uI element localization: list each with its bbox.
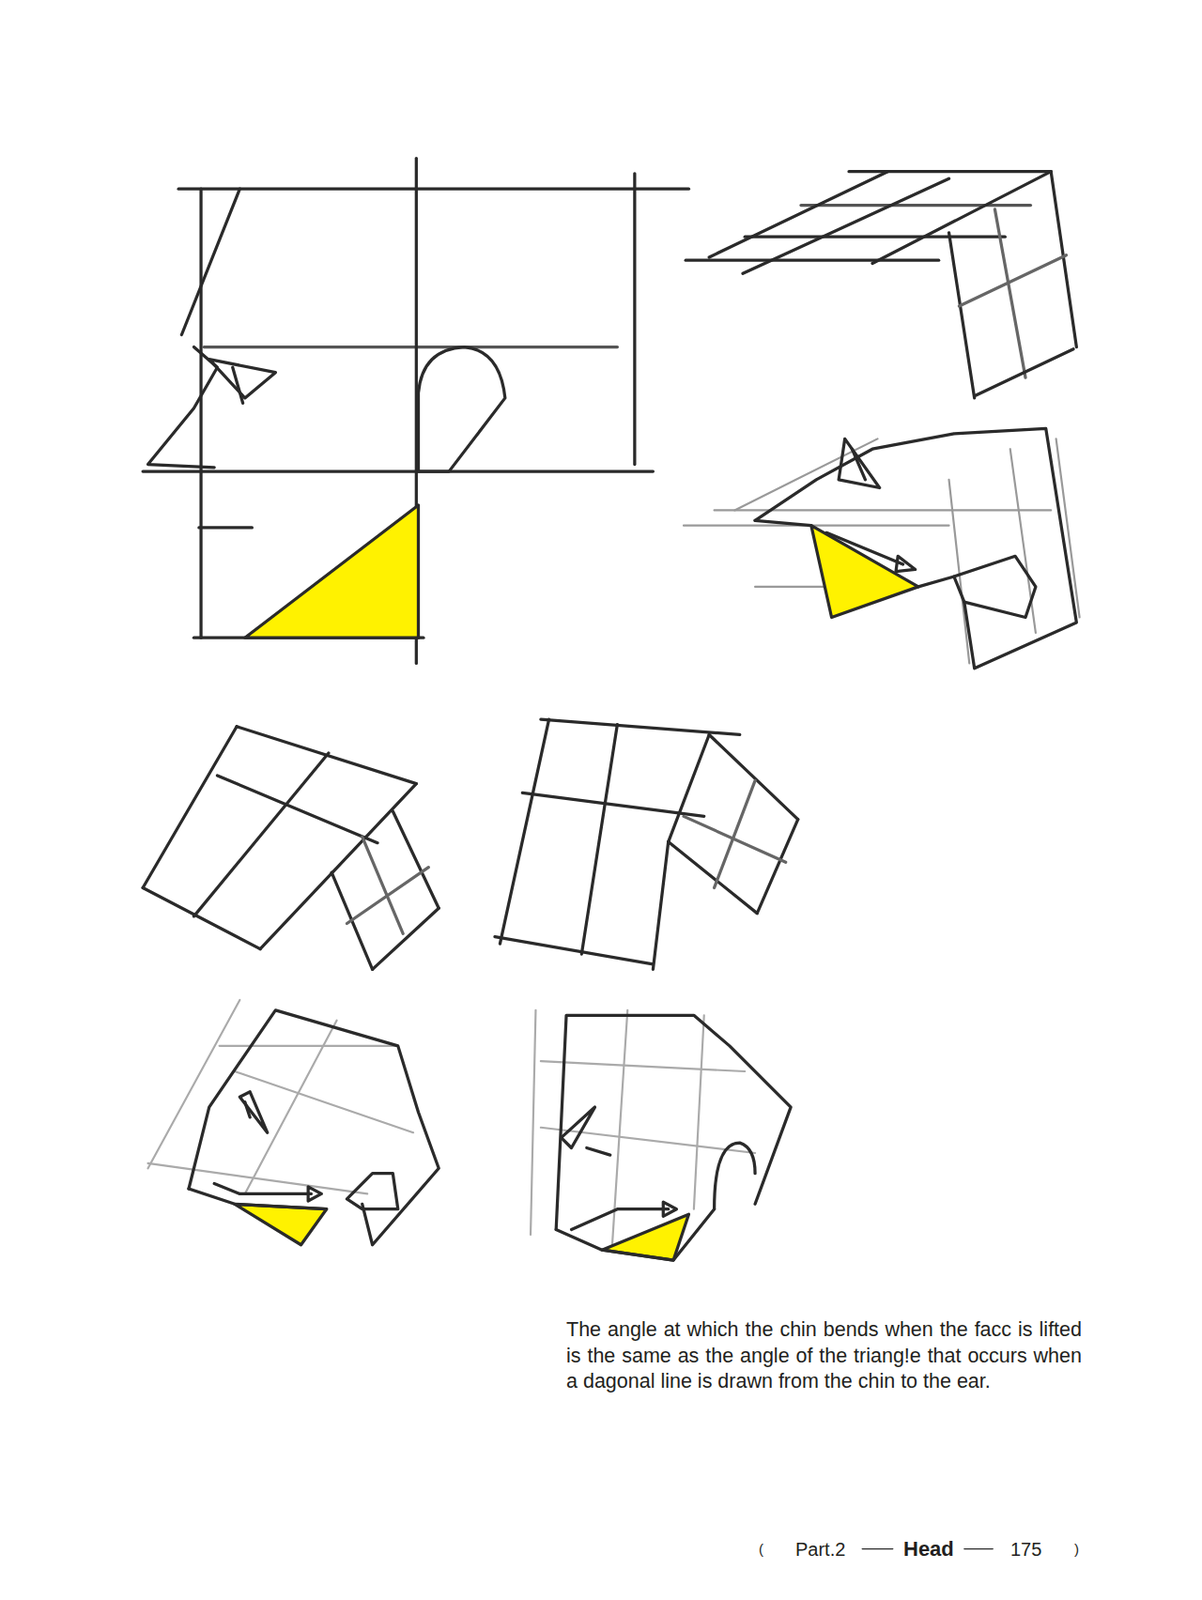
tilted-grid [142, 726, 439, 971]
plane-sketch [685, 171, 1077, 399]
caption-text: The angle at which the chin bends when t… [566, 1317, 1082, 1396]
head-sketch [683, 428, 1080, 668]
head-sketch [148, 1000, 440, 1246]
head-sketch [530, 1010, 791, 1261]
footer-rule [862, 1548, 894, 1550]
profile-grid [142, 158, 689, 664]
tilted-grid [494, 719, 799, 970]
footer-label: 175 [1010, 1537, 1042, 1562]
footer-rule [964, 1548, 993, 1550]
footer-label: ) [1074, 1537, 1079, 1562]
footer-label: Part.2 [795, 1537, 846, 1562]
footer-label: Head [903, 1537, 955, 1562]
footer-label: ( [758, 1537, 764, 1562]
